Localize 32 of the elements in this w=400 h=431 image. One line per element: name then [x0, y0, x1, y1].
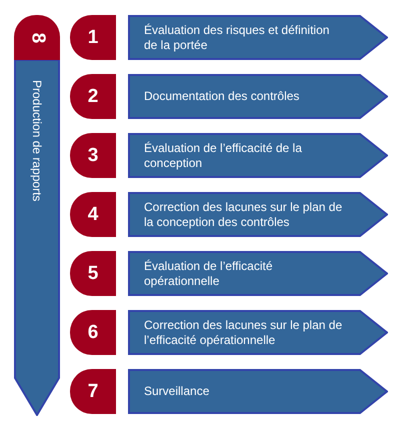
step-banner — [128, 74, 388, 119]
step-banner — [128, 310, 388, 355]
number-tab — [70, 15, 116, 60]
step-number: 5 — [88, 262, 98, 284]
arrow-label: Production de rapports — [30, 80, 44, 202]
number-tab — [70, 133, 116, 178]
number-tab — [70, 74, 116, 119]
step-label: Correction des lacunes sur le plan de la conception des contrôles — [144, 200, 344, 230]
number-tab — [70, 192, 116, 237]
number-tab — [70, 369, 116, 414]
step-number: 2 — [88, 86, 98, 108]
step-label: Correction des lacunes sur le plan de l’efficacité opérationnelle — [144, 318, 344, 348]
step-banner — [128, 251, 388, 296]
step-label: Évaluation de l’efficacité de la conception — [144, 140, 303, 170]
step-banner — [128, 15, 388, 60]
step-number: 1 — [88, 26, 98, 48]
step-number: 3 — [88, 144, 98, 166]
step-label: Évaluation de l’efficacité opérationnelle — [144, 258, 274, 288]
step-number: 7 — [88, 380, 98, 402]
step-number: 4 — [88, 204, 98, 226]
step-label: Documentation des contrôles — [144, 89, 300, 104]
step-number: 8 — [26, 32, 48, 43]
number-tab — [70, 251, 116, 296]
number-tab — [14, 15, 60, 60]
step-label: Évaluation des risques et définition de la portée — [144, 22, 330, 52]
step-banner — [128, 369, 388, 414]
vertical-banner — [14, 60, 60, 416]
number-tab — [70, 310, 116, 355]
step-number: 6 — [88, 322, 98, 344]
step-label: Surveillance — [144, 384, 210, 399]
step-banner — [128, 133, 388, 178]
step-banner — [128, 192, 388, 237]
